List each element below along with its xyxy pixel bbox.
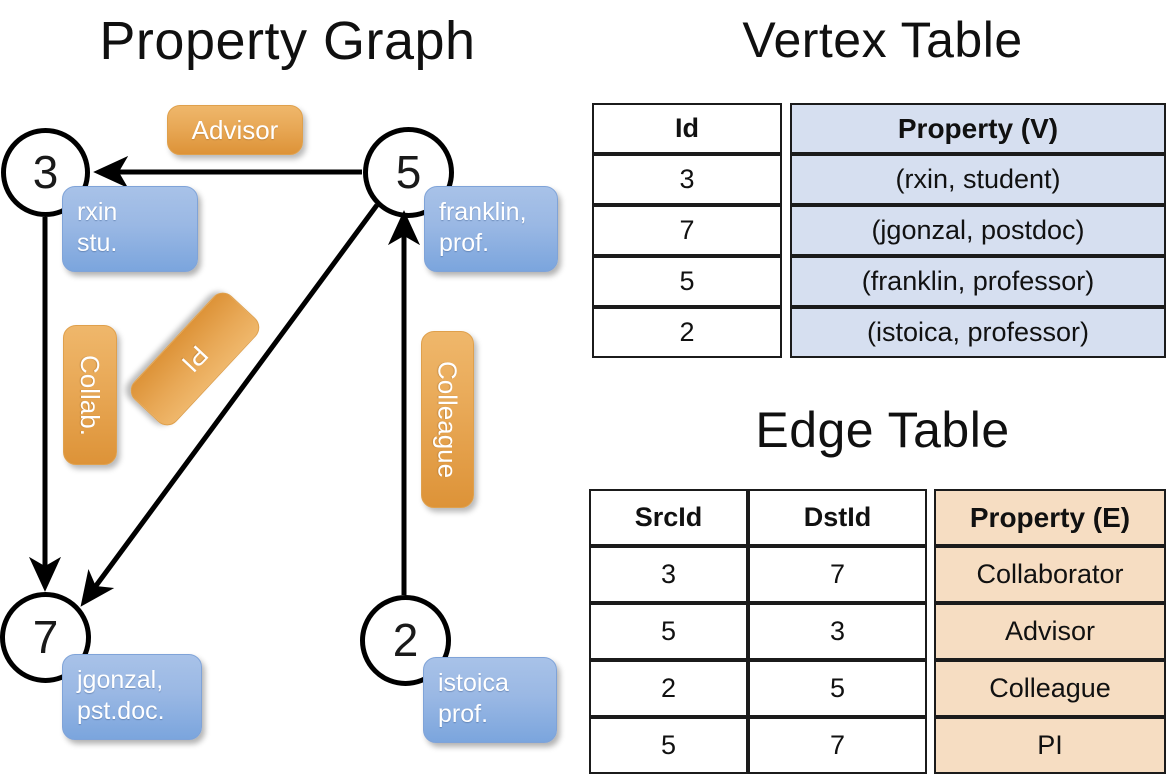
edge-table-header-dstid: DstId (748, 489, 927, 546)
vertex-table-header-row: Id Property (V) (592, 103, 1166, 154)
node-property-chip-2: istoica prof. (423, 657, 557, 743)
vertex-row-3-id: 2 (592, 307, 782, 358)
edge-row-3-property: PI (934, 717, 1166, 774)
edge-row-3-gap (927, 717, 934, 774)
node-property-chip-5: franklin, prof. (424, 186, 558, 272)
graph-node-5[interactable]: 5 (363, 127, 454, 218)
edge-row-0-dst: 7 (748, 546, 927, 603)
edge-table-header-row: SrcId DstId Property (E) (589, 489, 1166, 546)
vertex-table-header-property: Property (V) (790, 103, 1166, 154)
edge-label-advisor: Advisor (167, 105, 303, 155)
page-title-property-graph: Property Graph (99, 11, 476, 71)
graph-node-3-label: 3 (32, 145, 59, 198)
table-row: 3 7 Collaborator (589, 546, 1166, 603)
vertex-row-2-property: (franklin, professor) (790, 256, 1166, 307)
edge-row-2-property: Colleague (934, 660, 1166, 717)
vertex-row-2-id: 5 (592, 256, 782, 307)
edge-table: SrcId DstId Property (E) 3 7 Collaborato… (589, 489, 1166, 774)
node-property-chip-3: rxin stu. (62, 186, 198, 272)
edge-5-to-7-pi (80, 203, 380, 607)
vertex-row-3-property: (istoica, professor) (790, 307, 1166, 358)
edge-row-3-src: 5 (589, 717, 748, 774)
vertex-row-0-gap (782, 154, 790, 205)
node-property-chip-7: jgonzal, pst.doc. (62, 654, 202, 740)
graph-node-3[interactable]: 3 (1, 128, 90, 217)
graph-node-7-label: 7 (32, 610, 59, 663)
vertex-row-1-property: (jgonzal, postdoc) (790, 205, 1166, 256)
table-row: 2 (istoica, professor) (592, 307, 1166, 358)
table-row: 3 (rxin, student) (592, 154, 1166, 205)
table-row: 5 3 Advisor (589, 603, 1166, 660)
edge-row-1-property: Advisor (934, 603, 1166, 660)
edge-table-column-gap (927, 489, 934, 546)
graph-node-2-label: 2 (392, 613, 419, 666)
edge-row-1-src: 5 (589, 603, 748, 660)
graph-edges-svg (28, 155, 421, 607)
edge-row-0-property: Collaborator (934, 546, 1166, 603)
table-row: 7 (jgonzal, postdoc) (592, 205, 1166, 256)
edge-label-colleague: Colleague (421, 331, 474, 508)
table-row: 5 (franklin, professor) (592, 256, 1166, 307)
table-row: 2 5 Colleague (589, 660, 1166, 717)
edge-row-1-gap (927, 603, 934, 660)
vertex-row-0-property: (rxin, student) (790, 154, 1166, 205)
graph-node-2[interactable]: 2 (360, 595, 451, 686)
vertex-table-header-id: Id (592, 103, 782, 154)
vertex-row-1-id: 7 (592, 205, 782, 256)
page-title-edge-table: Edge Table (755, 402, 1010, 458)
edge-row-0-gap (927, 546, 934, 603)
edge-label-collab: Collab. (63, 325, 117, 465)
edge-table-header-srcid: SrcId (589, 489, 748, 546)
property-graph-diagram: Advisor Collab. PI Colleague 3 5 7 2 rxi… (0, 0, 580, 760)
table-row: 5 7 PI (589, 717, 1166, 774)
vertex-table: Id Property (V) 3 (rxin, student) 7 (jgo… (592, 103, 1166, 358)
edge-row-3-dst: 7 (748, 717, 927, 774)
edge-row-2-dst: 5 (748, 660, 927, 717)
graph-node-7[interactable]: 7 (0, 592, 91, 683)
vertex-table-column-gap (782, 103, 790, 154)
edge-row-1-dst: 3 (748, 603, 927, 660)
edge-table-header-property: Property (E) (934, 489, 1166, 546)
edge-row-0-src: 3 (589, 546, 748, 603)
graph-node-5-label: 5 (395, 145, 422, 198)
vertex-row-2-gap (782, 256, 790, 307)
page-title-vertex-table: Vertex Table (742, 12, 1023, 68)
vertex-row-0-id: 3 (592, 154, 782, 205)
edge-row-2-gap (927, 660, 934, 717)
vertex-row-1-gap (782, 205, 790, 256)
edge-row-2-src: 2 (589, 660, 748, 717)
vertex-row-3-gap (782, 307, 790, 358)
